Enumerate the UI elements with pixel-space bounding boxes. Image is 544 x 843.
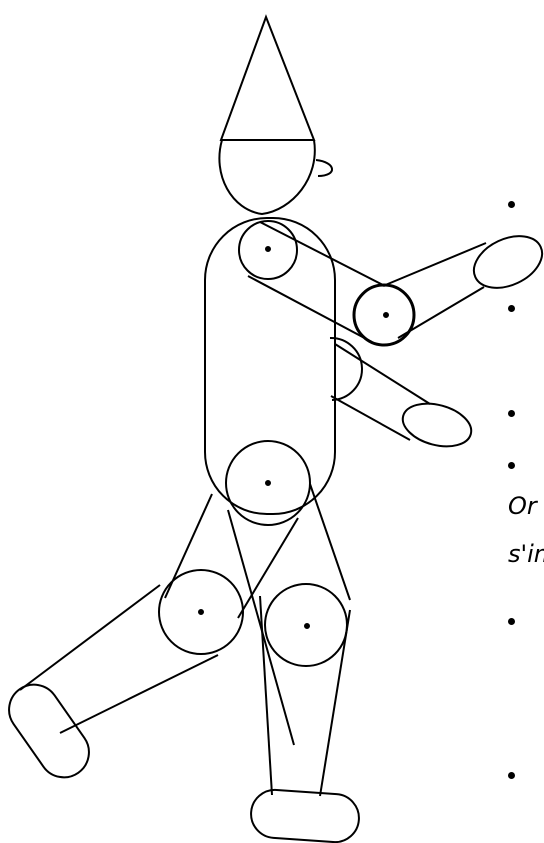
front-arm: [248, 222, 544, 345]
back-knee-joint: [265, 584, 347, 666]
elbow-joint: [354, 285, 414, 345]
bullet-2: [508, 305, 515, 312]
back-hand: [398, 397, 476, 454]
front-hand: [466, 226, 544, 298]
shoulder-joint: [239, 221, 297, 279]
text-fragment-1: Or: [508, 492, 537, 520]
hip-joint: [226, 441, 310, 525]
front-leg: [0, 441, 310, 787]
bullet-4: [508, 462, 515, 469]
bullet-1: [508, 201, 515, 208]
back-upper-arm: [330, 338, 476, 453]
bullet-5: [508, 618, 515, 625]
bullet-3: [508, 410, 515, 417]
back-foot: [249, 788, 360, 843]
front-foot: [0, 675, 99, 787]
head: [219, 140, 332, 214]
text-fragment-2: s'im: [508, 540, 544, 568]
back-leg: [228, 484, 361, 843]
hat: [221, 17, 314, 140]
front-knee-joint: [159, 570, 243, 654]
bullet-6: [508, 772, 515, 779]
torso: [205, 218, 335, 514]
